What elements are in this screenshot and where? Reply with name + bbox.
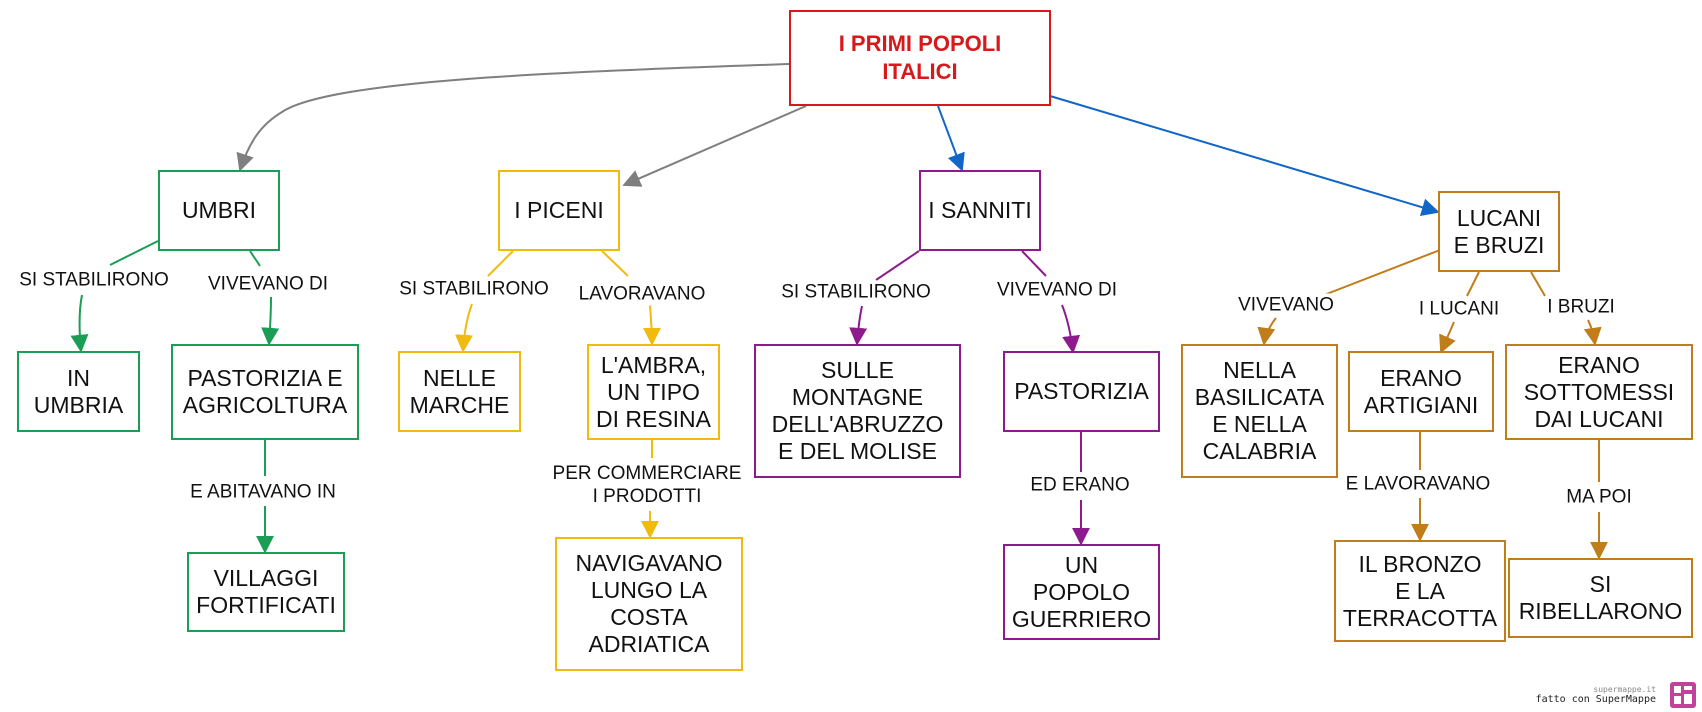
node-marche[interactable]: NELLE MARCHE bbox=[398, 351, 521, 432]
node-basilicata-label: NELLA BASILICATA E NELLA CALABRIA bbox=[1194, 357, 1325, 464]
node-in-umbria[interactable]: IN UMBRIA bbox=[17, 351, 140, 432]
edge-sanniti-pastorizia bbox=[1021, 250, 1073, 352]
edge-root-umbri bbox=[236, 63, 790, 172]
link-label-sanniti-si-stabilirono: SI STABILIRONO bbox=[779, 280, 933, 304]
edge-lucani-sottomessi bbox=[1530, 271, 1595, 344]
node-bronzo-label: IL BRONZO E LA TERRACOTTA bbox=[1342, 550, 1498, 631]
node-root-label: I PRIMI POPOLI ITALICI bbox=[838, 31, 1002, 84]
node-pastorizia-label: PASTORIZIA bbox=[1014, 378, 1149, 404]
edge-root-sanniti bbox=[937, 105, 965, 172]
node-sottomessi[interactable]: ERANO SOTTOMESSI DAI LUCANI bbox=[1505, 344, 1693, 440]
node-umbri-label: UMBRI bbox=[181, 197, 257, 223]
node-artigiani-label: ERANO ARTIGIANI bbox=[1363, 364, 1479, 418]
node-villaggi[interactable]: VILLAGGI FORTIFICATI bbox=[187, 552, 345, 632]
node-umbri[interactable]: UMBRI bbox=[158, 170, 280, 251]
edge-piceni-ambra bbox=[601, 250, 652, 344]
node-lucani-bruzi-label: LUCANI E BRUZI bbox=[1453, 204, 1545, 258]
node-navigavano[interactable]: NAVIGAVANO LUNGO LA COSTA ADRIATICA bbox=[555, 537, 743, 671]
node-in-umbria-label: IN UMBRIA bbox=[33, 364, 124, 418]
link-label-per-commerciare: PER COMMERCIARE I PRODOTTI bbox=[550, 462, 744, 508]
link-label-e-abitavano-in: E ABITAVANO IN bbox=[188, 480, 338, 504]
node-piceni[interactable]: I PICENI bbox=[498, 170, 620, 251]
node-montagne[interactable]: SULLE MONTAGNE DELL'ABRUZZO E DEL MOLISE bbox=[754, 344, 961, 478]
node-sanniti[interactable]: I SANNITI bbox=[919, 170, 1041, 251]
node-montagne-label: SULLE MONTAGNE DELL'ABRUZZO E DEL MOLISE bbox=[771, 357, 944, 464]
link-label-umbri-si-stabilirono: SI STABILIRONO bbox=[17, 268, 171, 292]
credit-text: fatto con SuperMappe bbox=[1535, 694, 1656, 705]
link-label-e-lavoravano: E LAVORAVANO bbox=[1343, 472, 1493, 496]
node-artigiani[interactable]: ERANO ARTIGIANI bbox=[1348, 351, 1494, 432]
link-label-piceni-si-stabilirono: SI STABILIRONO bbox=[397, 277, 551, 301]
link-label-ma-poi: MA POI bbox=[1564, 485, 1634, 509]
node-ambra[interactable]: L'AMBRA, UN TIPO DI RESINA bbox=[587, 344, 720, 440]
node-basilicata[interactable]: NELLA BASILICATA E NELLA CALABRIA bbox=[1181, 344, 1338, 478]
link-label-vivevano: VIVEVANO bbox=[1236, 293, 1336, 317]
edge-lucani-basilicata bbox=[1264, 249, 1441, 344]
link-label-i-lucani: I LUCANI bbox=[1416, 297, 1502, 321]
edge-sanniti-montagne bbox=[857, 250, 920, 344]
node-root[interactable]: I PRIMI POPOLI ITALICI bbox=[789, 10, 1051, 106]
node-marche-label: NELLE MARCHE bbox=[409, 364, 510, 418]
edge-piceni-marche bbox=[463, 250, 514, 351]
link-label-i-bruzi: I BRUZI bbox=[1545, 295, 1617, 319]
node-pastorizia-agricoltura[interactable]: PASTORIZIA E AGRICOLTURA bbox=[171, 344, 359, 440]
node-villaggi-label: VILLAGGI FORTIFICATI bbox=[196, 565, 336, 618]
node-guerriero-label: UN POPOLO GUERRIERO bbox=[1011, 551, 1152, 632]
node-bronzo[interactable]: IL BRONZO E LA TERRACOTTA bbox=[1334, 540, 1506, 642]
node-ambra-label: L'AMBRA, UN TIPO DI RESINA bbox=[595, 351, 712, 432]
node-pastorizia-agricoltura-label: PASTORIZIA E AGRICOLTURA bbox=[182, 365, 348, 418]
node-piceni-label: I PICENI bbox=[514, 197, 604, 223]
edge-lucani-artigiani bbox=[1441, 271, 1480, 352]
edge-umbri-pastorizia bbox=[249, 250, 271, 344]
node-sottomessi-label: ERANO SOTTOMESSI DAI LUCANI bbox=[1523, 351, 1675, 432]
edge-ambra-navigavano bbox=[650, 440, 652, 537]
node-guerriero[interactable]: UN POPOLO GUERRIERO bbox=[1003, 544, 1160, 640]
link-label-sanniti-vivevano-di: VIVEVANO DI bbox=[994, 278, 1120, 302]
node-pastorizia[interactable]: PASTORIZIA bbox=[1003, 351, 1160, 432]
edge-root-lucani bbox=[1049, 95, 1440, 216]
supermappe-logo-icon bbox=[1670, 682, 1696, 708]
node-sanniti-label: I SANNITI bbox=[928, 197, 1032, 223]
node-lucani-bruzi[interactable]: LUCANI E BRUZI bbox=[1438, 191, 1560, 272]
node-ribellarono[interactable]: SI RIBELLARONO bbox=[1508, 558, 1693, 638]
node-navigavano-label: NAVIGAVANO LUNGO LA COSTA ADRIATICA bbox=[575, 550, 723, 657]
credit-small-text: supermappe.it bbox=[1593, 685, 1656, 694]
link-label-lavoravano: LAVORAVANO bbox=[576, 282, 708, 306]
supermappe-credit: supermappe.it fatto con SuperMappe bbox=[1536, 685, 1656, 706]
edge-umbri-in-umbria bbox=[80, 240, 159, 351]
node-ribellarono-label: SI RIBELLARONO bbox=[1518, 571, 1683, 624]
link-label-umbri-vivevano-di: VIVEVANO DI bbox=[205, 272, 331, 296]
edge-root-piceni bbox=[622, 105, 807, 187]
link-label-ed-erano: ED ERANO bbox=[1028, 473, 1132, 497]
